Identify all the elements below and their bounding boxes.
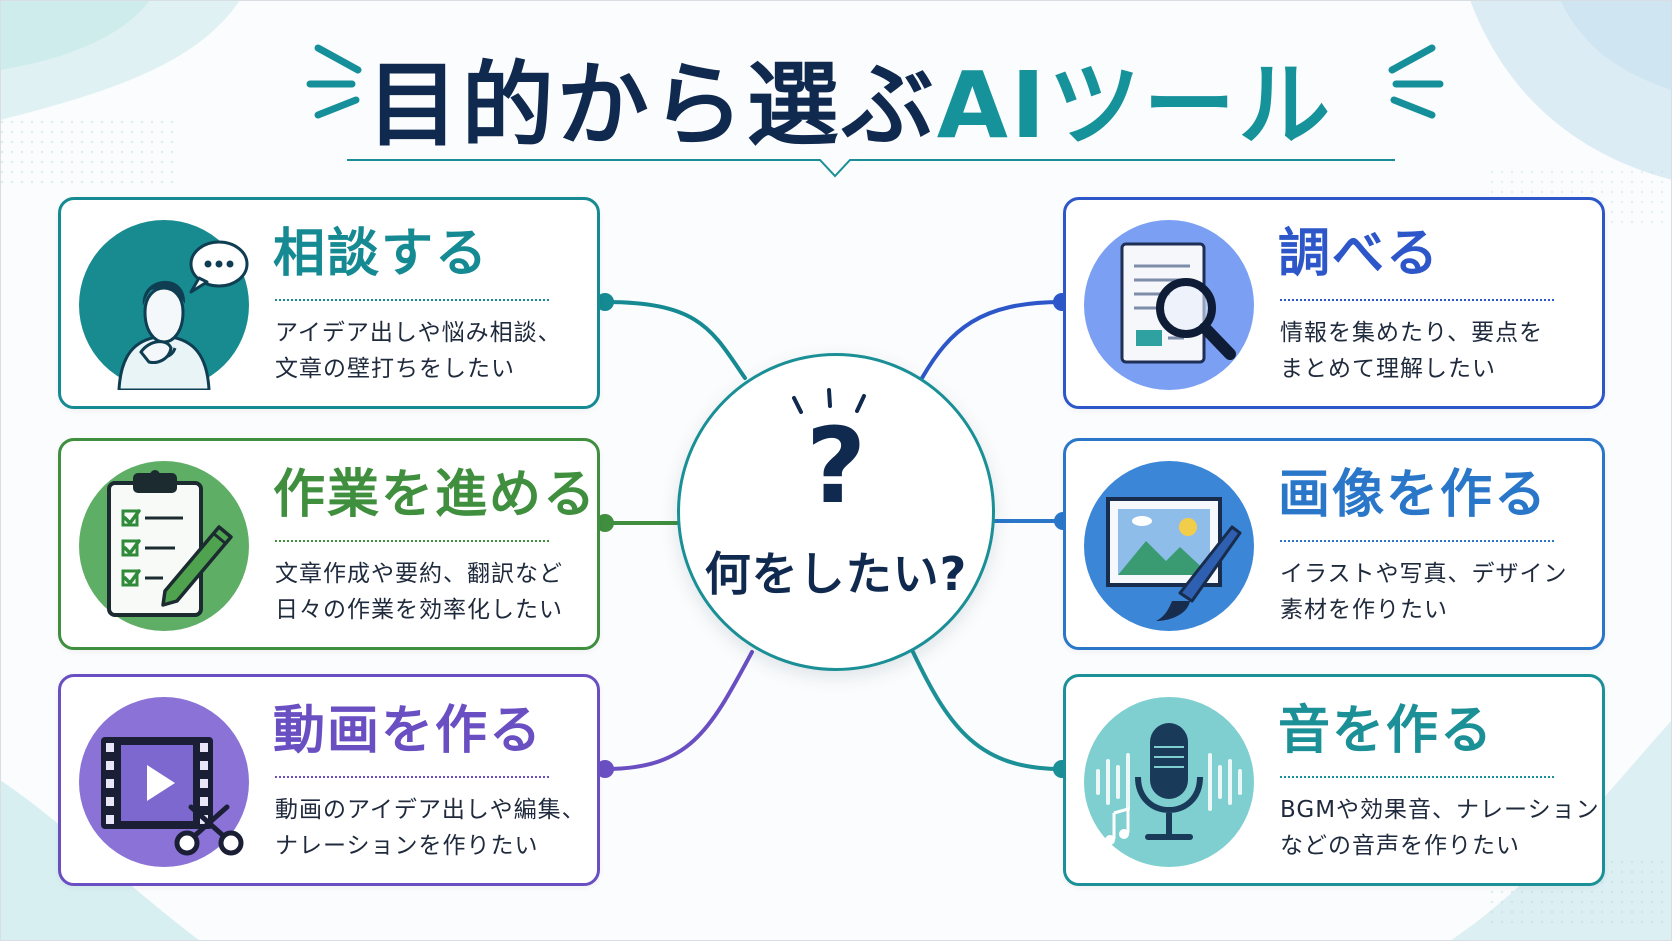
card-heading: 音を作る bbox=[1278, 701, 1495, 761]
desc-line: などの音声を作りたい bbox=[1280, 833, 1520, 859]
desc-line: 情報を集めたり、要点を bbox=[1280, 320, 1544, 346]
card-description: 文章作成や要約、翻訳など 日々の作業を効率化したい bbox=[275, 556, 577, 628]
divider bbox=[275, 776, 549, 778]
picture-brush-icon bbox=[1084, 461, 1254, 631]
card-description: 動画のアイデア出しや編集、 ナレーションを作りたい bbox=[275, 792, 586, 864]
desc-line: まとめて理解したい bbox=[1280, 356, 1496, 382]
card-heading: 相談する bbox=[273, 224, 490, 284]
microphone-icon bbox=[1084, 697, 1254, 867]
card-audio[interactable]: 音を作る BGMや効果音、ナレーション などの音声を作りたい bbox=[1063, 674, 1605, 886]
card-description: BGMや効果音、ナレーション などの音声を作りたい bbox=[1280, 792, 1600, 864]
film-scissors-icon bbox=[79, 697, 249, 867]
clipboard-checklist-icon bbox=[79, 461, 249, 631]
card-heading: 調べる bbox=[1278, 224, 1441, 284]
title-part-2: AIツール bbox=[936, 51, 1334, 159]
divider bbox=[275, 299, 549, 301]
title-part-1: 目的から選ぶ bbox=[366, 51, 937, 159]
desc-line: 動画のアイデア出しや編集、 bbox=[275, 797, 586, 823]
document-magnifier-icon bbox=[1084, 220, 1254, 390]
divider bbox=[1280, 299, 1554, 301]
divider bbox=[275, 540, 549, 542]
card-research[interactable]: 調べる 情報を集めたり、要点を まとめて理解したい bbox=[1063, 197, 1605, 409]
question-mark: ? bbox=[805, 405, 867, 527]
card-heading: 画像を作る bbox=[1278, 465, 1549, 525]
burst-lines bbox=[792, 388, 866, 414]
center-hub: ? 何をしたい? bbox=[677, 353, 995, 671]
card-consult[interactable]: 相談する アイデア出しや悩み相談、 文章の壁打ちをしたい bbox=[58, 197, 600, 409]
card-description: アイデア出しや悩み相談、 文章の壁打ちをしたい bbox=[275, 315, 577, 387]
card-heading: 動画を作る bbox=[273, 701, 544, 761]
desc-line: ナレーションを作りたい bbox=[275, 833, 539, 859]
desc-line: 日々の作業を効率化したい bbox=[275, 597, 563, 623]
card-heading: 作業を進める bbox=[273, 465, 598, 525]
desc-line: 文章作成や要約、翻訳など bbox=[275, 561, 563, 587]
desc-line: BGMや効果音、ナレーション bbox=[1280, 797, 1600, 823]
desc-line: 文章の壁打ちをしたい bbox=[275, 356, 515, 382]
desc-line: 素材を作りたい bbox=[1280, 597, 1448, 623]
card-description: 情報を集めたり、要点を まとめて理解したい bbox=[1280, 315, 1582, 387]
card-video[interactable]: 動画を作る 動画のアイデア出しや編集、 ナレーションを作りたい bbox=[58, 674, 600, 886]
person-thinking-icon bbox=[79, 220, 249, 390]
divider bbox=[1280, 776, 1554, 778]
card-image[interactable]: 画像を作る イラストや写真、デザイン 素材を作りたい bbox=[1063, 438, 1605, 650]
desc-line: アイデア出しや悩み相談、 bbox=[275, 320, 562, 346]
desc-line: イラストや写真、デザイン bbox=[1280, 561, 1568, 587]
card-work[interactable]: 作業を進める 文章作成や要約、翻訳など 日々の作業を効率化したい bbox=[58, 438, 600, 650]
center-label: 何をしたい? bbox=[704, 547, 968, 601]
card-description: イラストや写真、デザイン 素材を作りたい bbox=[1280, 556, 1582, 628]
divider bbox=[1280, 540, 1554, 542]
